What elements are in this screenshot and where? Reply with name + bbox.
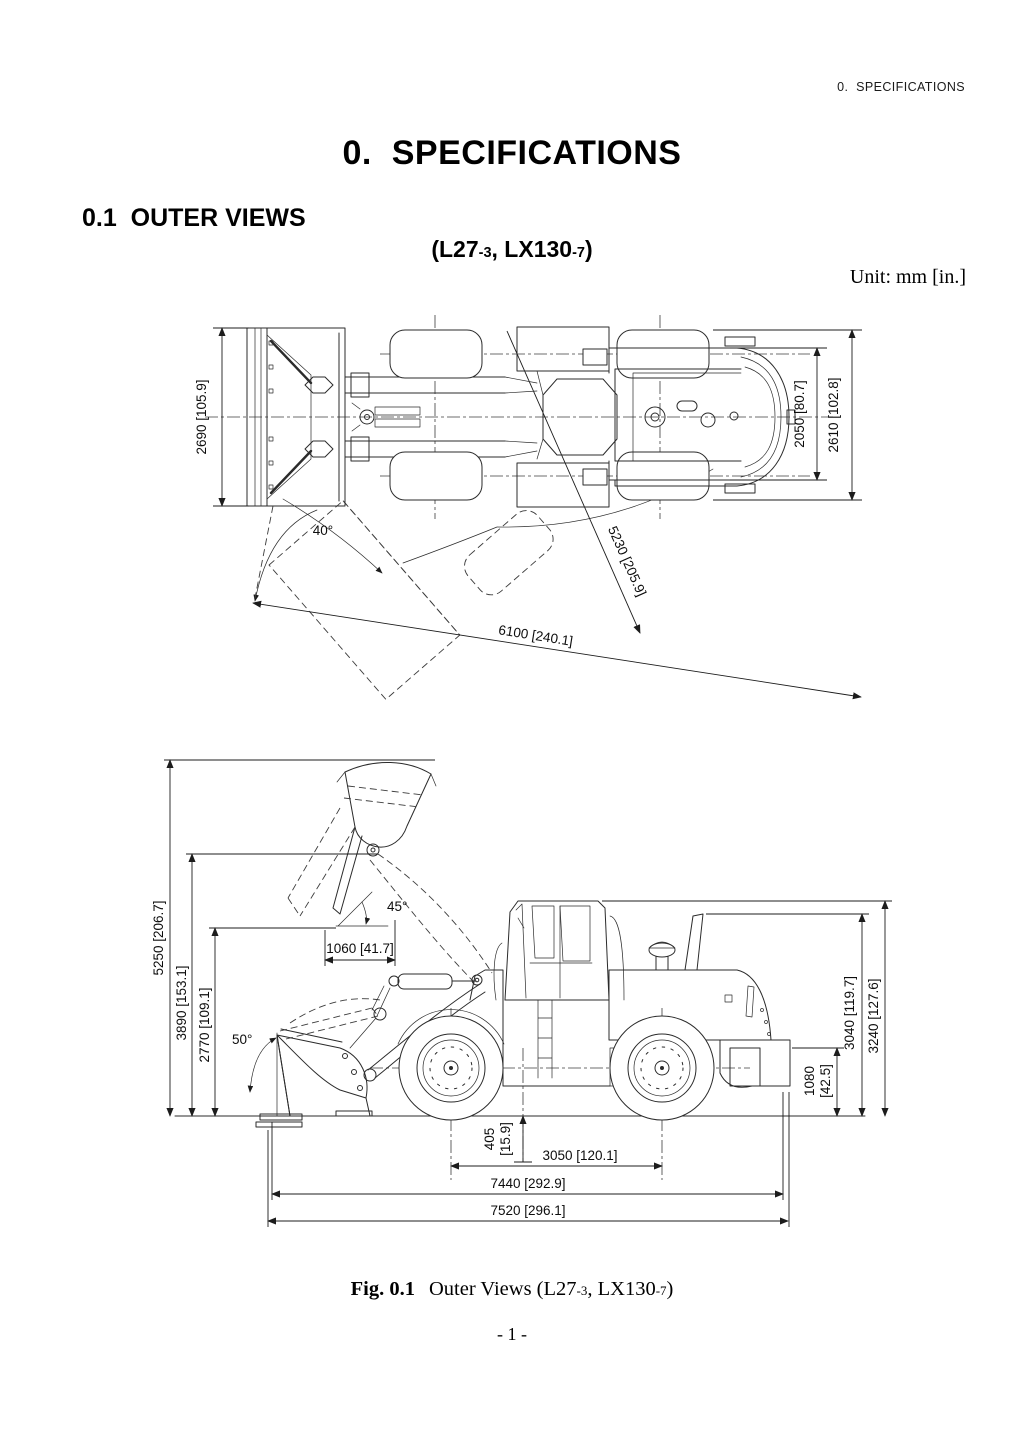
dim-raised-height-label: 5250 [206.7] (151, 900, 166, 975)
rear-wheels-top (616, 329, 710, 501)
side-view-drawing: 5250 [206.7] 3890 [153.1] 2770 [109.1] 4… (151, 759, 892, 1227)
caption-text: ) (666, 1278, 674, 1300)
articulation-angle-label: 40° (313, 523, 333, 538)
front-wheels-top (389, 329, 483, 501)
model-suffix-3: -3 (478, 245, 492, 261)
boom-linkage (349, 969, 505, 1082)
dim-overall-length-label: 7520 [296.1] (490, 1203, 565, 1218)
figure-caption: Fig. 0.1 Outer Views (L27-3, LX130-7) (0, 1278, 1024, 1301)
dim-rear-clearance-mm: 1080 (802, 1066, 817, 1096)
page-number: - 1 - (497, 1324, 527, 1344)
caption-text: Outer Views (L27 (428, 1278, 577, 1300)
dim-ground-clearance-mm: 405 (482, 1128, 497, 1151)
section-heading: 0.1 OUTER VIEWS (82, 204, 306, 232)
caption-suffix-7: -7 (655, 1283, 667, 1298)
cab-body (493, 900, 791, 1088)
model-text: , LX130 (491, 236, 573, 262)
running-header: 0. SPECIFICATIONS (837, 80, 965, 94)
dim-outer-radius-label: 6100 [240.1] (497, 622, 574, 649)
dim-ground-clearance-in: [15.9] (498, 1122, 513, 1156)
rear-wheel (609, 1015, 715, 1121)
rollback-angle-label: 50° (232, 1032, 252, 1047)
dim-overall-width-label: 2610 [102.8] (826, 377, 841, 452)
dim-bucket-width-label: 2690 [105.9] (194, 379, 209, 454)
dim-overall-height-label: 3240 [127.6] (866, 978, 881, 1053)
top-view-drawing: 2690 [105.9] 2050 [80.7] 2610 [102.8] 40… (194, 315, 862, 700)
dim-dump-clearance-label: 2770 [109.1] (197, 987, 212, 1062)
caption-suffix-3: -3 (576, 1283, 588, 1298)
rear-body-top (608, 336, 796, 494)
bucket-top-view (246, 327, 346, 507)
unit-note: Unit: mm [in.] (849, 266, 966, 288)
dim-inner-radius-label: 5230 [205.9] (605, 524, 649, 599)
page-title: 0. SPECIFICATIONS (342, 134, 682, 172)
dump-angle-label: 45° (387, 899, 407, 914)
model-suffix-7: -7 (572, 245, 585, 261)
model-text: ) (584, 236, 593, 262)
raised-bucket (287, 762, 493, 984)
dim-exhaust-height-label: 3040 [119.7] (842, 976, 857, 1050)
dim-hinge-pin-label: 3890 [153.1] (174, 965, 189, 1040)
figure-number: Fig. 0.1 (350, 1278, 415, 1300)
dim-wheelbase-label: 3050 [120.1] (542, 1148, 617, 1163)
front-wheel (398, 1015, 504, 1121)
caption-text: , LX130 (587, 1278, 656, 1300)
model-designation: (L27-3, LX130-7) (0, 236, 1024, 263)
model-text: (L27 (431, 236, 479, 262)
dim-length-bumper-label: 7440 [292.9] (490, 1176, 565, 1191)
ground-bucket (247, 998, 381, 1128)
dim-rear-clearance-in: [42.5] (818, 1064, 833, 1098)
dim-reach-label: 1060 [41.7] (326, 941, 394, 956)
dim-tread-width-label: 2050 [80.7] (792, 380, 807, 448)
dimensions-side: 5250 [206.7] 3890 [153.1] 2770 [109.1] 4… (151, 759, 892, 1227)
